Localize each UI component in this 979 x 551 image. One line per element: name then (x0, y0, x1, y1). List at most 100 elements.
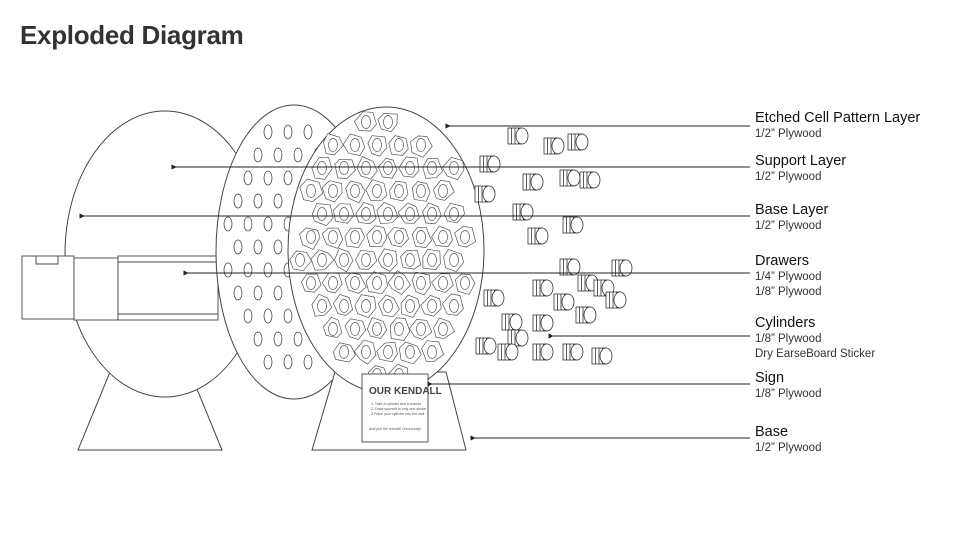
cell-hole (405, 207, 415, 221)
cell-hole (383, 253, 393, 267)
cell-hole (460, 276, 470, 290)
cell-hole (438, 322, 448, 336)
support-hole (283, 170, 293, 186)
cell-hole (383, 299, 393, 313)
support-hole (263, 354, 273, 370)
support-hole (283, 354, 293, 370)
cell-hole (416, 230, 426, 244)
cylinder (575, 306, 597, 324)
support-hole (233, 239, 243, 255)
cylinder (479, 155, 501, 173)
cell-hole (427, 299, 437, 313)
cell-hole (383, 115, 393, 129)
cell-hole (372, 138, 382, 152)
support-hole (273, 147, 283, 163)
support-hole (293, 147, 303, 163)
cell-hole (372, 322, 382, 336)
cell-hole (394, 276, 404, 290)
support-hole (243, 216, 253, 232)
cell-hole (372, 184, 382, 198)
page-title: Exploded Diagram (20, 20, 244, 50)
label-title: Support Layer (755, 153, 847, 169)
support-hole (283, 308, 293, 324)
cylinder (507, 127, 529, 145)
support-hole (243, 262, 253, 278)
cylinder (559, 169, 581, 187)
support-hole (263, 308, 273, 324)
support-hole (273, 239, 283, 255)
cell-hole (405, 161, 415, 175)
support-hole (293, 331, 303, 347)
support-hole (263, 124, 273, 140)
cell-hole (306, 276, 316, 290)
label-material: 1/2” Plywood (755, 128, 822, 141)
cylinder (532, 343, 554, 361)
cell-hole (449, 161, 459, 175)
cell-hole (306, 184, 316, 198)
cell-hole (438, 184, 448, 198)
cell-hole (394, 230, 404, 244)
cylinder (522, 173, 544, 191)
cell-hole (295, 253, 305, 267)
cylinder (532, 314, 554, 332)
sign-step: 3.Place your cylinder into the wall (371, 412, 425, 416)
label-title: Sign (755, 370, 785, 386)
cylinders (474, 127, 633, 365)
cylinder (501, 313, 523, 331)
cell-hole (416, 138, 426, 152)
support-hole (263, 216, 273, 232)
cell-hole (449, 299, 459, 313)
cell-hole (317, 253, 327, 267)
support-hole (273, 331, 283, 347)
cylinder (559, 258, 581, 276)
label-title: Base (755, 424, 789, 440)
label-title: Cylinders (755, 315, 816, 331)
support-hole (253, 193, 263, 209)
sign: OUR KENDALL 1. Take a cylinder and a mar… (361, 373, 442, 443)
cell-hole (427, 253, 437, 267)
cell-hole (405, 345, 415, 359)
label-cylinders: Cylinders 1/8” Plywood Dry EarseBoard St… (755, 314, 875, 361)
sign-step: 1. Take a cylinder and a marker (371, 402, 422, 406)
cylinder (567, 133, 589, 151)
cell-hole (361, 345, 371, 359)
cylinder (562, 216, 584, 234)
support-hole (223, 216, 233, 232)
cell-hole (350, 138, 360, 152)
cell-hole (383, 345, 393, 359)
cell-hole (317, 207, 327, 221)
label-material: 1/8” Plywood (755, 388, 822, 401)
cell-hole (306, 230, 316, 244)
support-hole (233, 193, 243, 209)
support-hole (223, 262, 233, 278)
cylinder (593, 279, 615, 297)
cell-hole (328, 230, 338, 244)
cell-hole (383, 207, 393, 221)
support-hole (303, 354, 313, 370)
label-material: 1/2” Plywood (755, 220, 822, 233)
label-title: Drawers (755, 253, 809, 269)
cell-hole (339, 299, 349, 313)
cell-hole (427, 207, 437, 221)
cell-hole (460, 230, 470, 244)
cell-hole (394, 138, 404, 152)
cell-hole (416, 322, 426, 336)
cylinder (497, 343, 519, 361)
cell-hole (372, 230, 382, 244)
cell-hole (339, 253, 349, 267)
label-material: 1/8” Plywood (755, 333, 822, 346)
sign-step: 2. Draw yourself in only one stroke (371, 407, 426, 411)
label-drawers: Drawers 1/4” Plywood 1/8” Plywood (755, 252, 821, 299)
cell-hole (427, 345, 437, 359)
cell-hole (350, 322, 360, 336)
sign-title: OUR KENDALL (369, 386, 442, 397)
label-material: 1/2” Plywood (755, 442, 822, 455)
label-material: 1/8” Plywood (755, 285, 822, 298)
cylinder (483, 289, 505, 307)
cell-hole (339, 345, 349, 359)
etched-cells (289, 111, 477, 388)
drawers (21, 255, 219, 321)
label-sign: Sign 1/8” Plywood (755, 369, 821, 402)
cell-hole (427, 161, 437, 175)
